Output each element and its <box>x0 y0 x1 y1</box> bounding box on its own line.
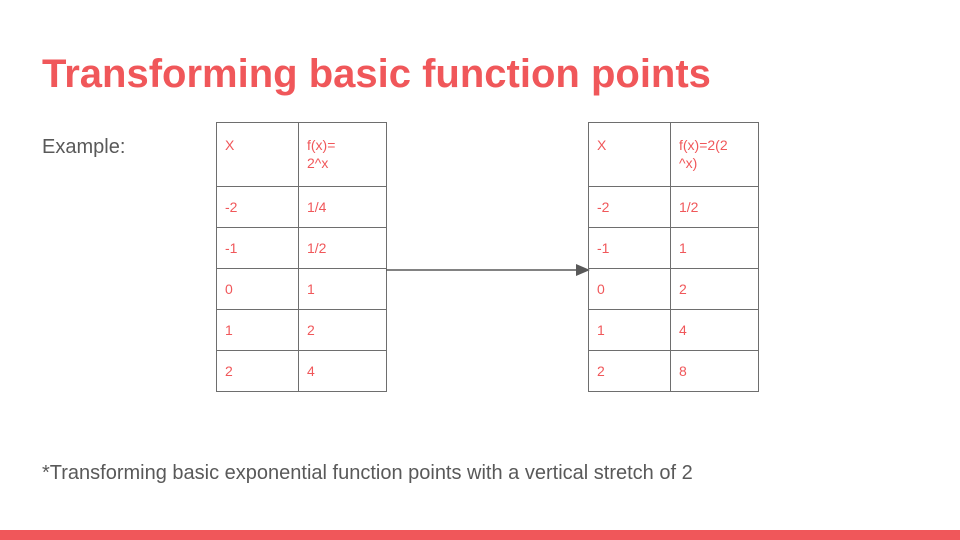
cell-x: 1 <box>216 309 299 351</box>
right-arrow-icon <box>386 264 590 276</box>
table-header-row: X f(x)=2(2^x) <box>588 122 759 187</box>
cell-x: -1 <box>216 227 299 269</box>
cell-fx: 1 <box>670 227 759 269</box>
cell-fx: 2 <box>298 309 387 351</box>
cell-fx: 1/2 <box>298 227 387 269</box>
cell-x: 2 <box>588 350 671 392</box>
slide-title: Transforming basic function points <box>42 52 711 96</box>
cell-x: 2 <box>216 350 299 392</box>
cell-fx: 4 <box>670 309 759 351</box>
table-row: 2 8 <box>588 350 759 392</box>
table-row: 1 2 <box>216 309 387 351</box>
cell-x: 0 <box>216 268 299 310</box>
cell-x: 0 <box>588 268 671 310</box>
cell-x: -2 <box>216 186 299 228</box>
table-row: -1 1 <box>588 227 759 269</box>
cell-x: 1 <box>588 309 671 351</box>
original-function-table: X f(x)=2^x -2 1/4 -1 1/2 0 1 1 2 2 4 <box>216 122 387 392</box>
cell-fx: 8 <box>670 350 759 392</box>
cell-fx: 1/2 <box>670 186 759 228</box>
cell-fx: 2 <box>670 268 759 310</box>
table-header-row: X f(x)=2^x <box>216 122 387 187</box>
column-header-x: X <box>216 122 299 187</box>
table-row: 1 4 <box>588 309 759 351</box>
transformed-function-table: X f(x)=2(2^x) -2 1/2 -1 1 0 2 1 4 2 8 <box>588 122 759 392</box>
column-header-fx: f(x)=2^x <box>298 122 387 187</box>
table-row: 0 2 <box>588 268 759 310</box>
table-row: -2 1/2 <box>588 186 759 228</box>
cell-fx: 1/4 <box>298 186 387 228</box>
footnote: *Transforming basic exponential function… <box>42 462 693 484</box>
table-row: -1 1/2 <box>216 227 387 269</box>
cell-fx: 4 <box>298 350 387 392</box>
table-row: -2 1/4 <box>216 186 387 228</box>
bottom-accent-bar <box>0 530 960 540</box>
table-row: 2 4 <box>216 350 387 392</box>
cell-x: -2 <box>588 186 671 228</box>
cell-x: -1 <box>588 227 671 269</box>
column-header-fx: f(x)=2(2^x) <box>670 122 759 187</box>
example-label: Example: <box>42 136 126 158</box>
table-row: 0 1 <box>216 268 387 310</box>
column-header-x: X <box>588 122 671 187</box>
cell-fx: 1 <box>298 268 387 310</box>
